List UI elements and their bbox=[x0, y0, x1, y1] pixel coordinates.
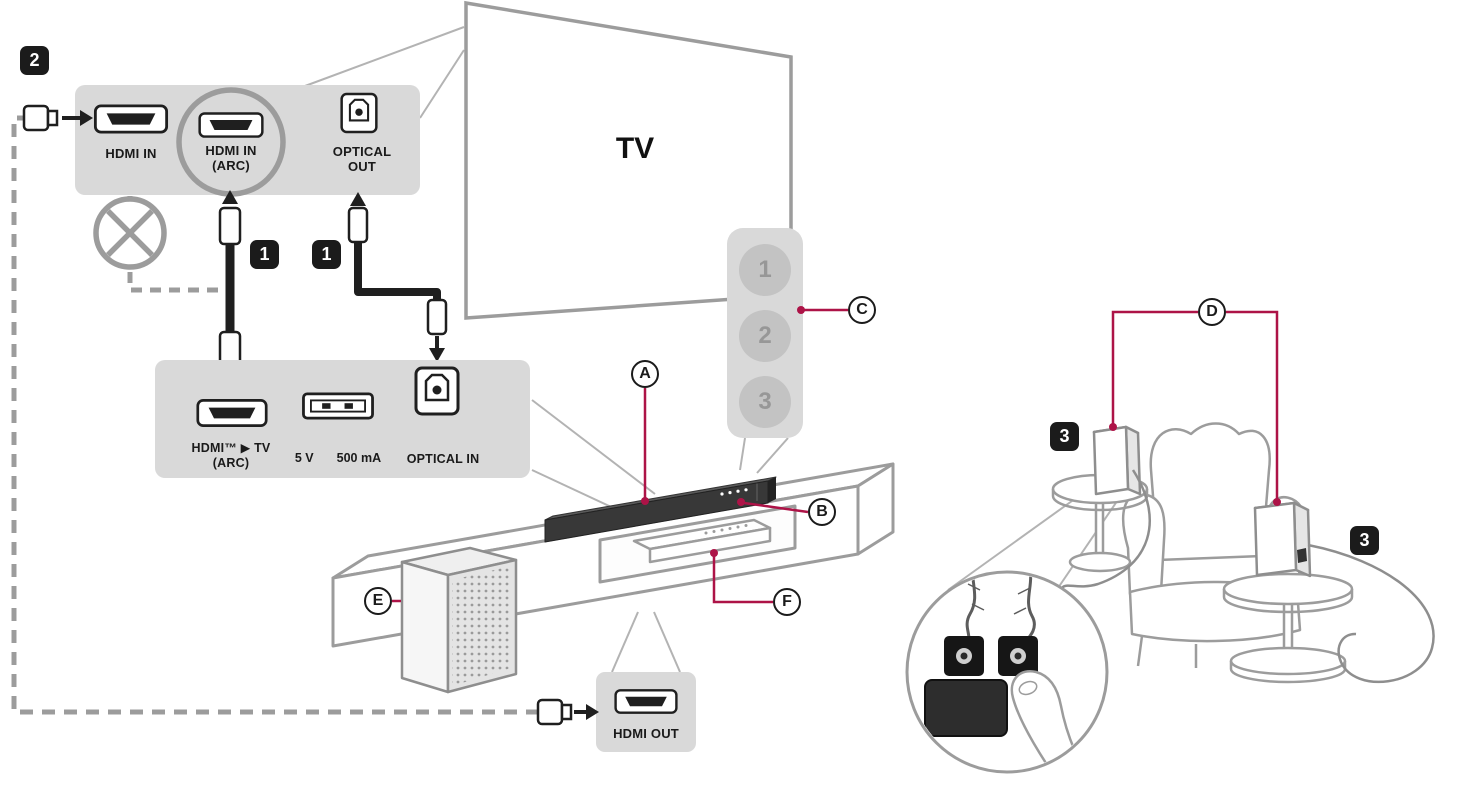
hdmi-in-label: HDMI IN bbox=[105, 146, 157, 161]
fingernail bbox=[1018, 680, 1038, 696]
tv-side-buttons-panel bbox=[727, 228, 803, 438]
tv-button-3-label: 3 bbox=[758, 388, 772, 415]
soundbar bbox=[544, 476, 777, 543]
tv-button-2 bbox=[739, 310, 791, 362]
hdmi-out-port bbox=[614, 689, 678, 714]
hdmi-arc-port bbox=[198, 112, 264, 138]
hdmi-plug-into-tv bbox=[22, 104, 93, 132]
usb-volts-label: 5 V bbox=[294, 451, 314, 465]
optical-in-port bbox=[414, 366, 460, 416]
zoom-circle-border bbox=[905, 570, 1109, 774]
usb-power-label: 5 V 500 mA bbox=[276, 451, 400, 465]
callout-a: A bbox=[631, 360, 659, 388]
speaker-left bbox=[1092, 425, 1142, 496]
media-device bbox=[632, 518, 772, 564]
soundbar-hdmi-arc-port bbox=[196, 398, 268, 428]
soundbar-hdmi-out-panel bbox=[596, 672, 696, 752]
subwoofer bbox=[400, 546, 518, 694]
terminal-housing bbox=[924, 679, 1008, 737]
tv-button-1 bbox=[739, 244, 791, 296]
soundbar-hdmi-arc-label-line1: HDMI™ ▶ TV bbox=[191, 441, 271, 455]
optical-out-label-line2: OUT bbox=[347, 159, 377, 174]
hdmi-in-port bbox=[93, 104, 169, 134]
soundbar-display bbox=[720, 488, 748, 496]
tv-button-2-label: 2 bbox=[758, 322, 772, 349]
step-badge-3-left: 3 bbox=[1050, 422, 1079, 451]
speaker-right bbox=[1253, 501, 1312, 578]
zoom-view bbox=[905, 570, 1109, 774]
speaker-wires bbox=[1060, 469, 1435, 684]
step-badge-1-optical: 1 bbox=[312, 240, 341, 269]
hdmi-arc-label-line2: (ARC) bbox=[212, 158, 250, 173]
usb-current-label: 500 mA bbox=[336, 451, 382, 465]
soundbar-rear-panel bbox=[155, 360, 530, 478]
tv-button-1-label: 1 bbox=[758, 256, 772, 283]
optical-out-port bbox=[340, 92, 378, 134]
callout-b: B bbox=[808, 498, 836, 526]
hdmi-out-to-tv-cable-route bbox=[11, 115, 538, 715]
callout-c: C bbox=[848, 296, 876, 324]
callout-connector-lines bbox=[392, 306, 1281, 604]
armchair bbox=[1121, 422, 1307, 668]
step-badge-2: 2 bbox=[20, 46, 49, 75]
forbidden-route-dashes bbox=[127, 196, 226, 293]
tv-screen-label: TV bbox=[615, 132, 655, 165]
hdmi-plug-into-soundbar bbox=[536, 698, 599, 726]
callout-f: F bbox=[773, 588, 801, 616]
step-badge-1-hdmi: 1 bbox=[250, 240, 279, 269]
hdmi-arc-label-line1: HDMI IN bbox=[205, 143, 257, 158]
subwoofer-grille bbox=[452, 566, 511, 686]
soundbar-hdmi-arc-label-line2: (ARC) bbox=[212, 456, 250, 470]
callout-e: E bbox=[364, 587, 392, 615]
media-device-vents bbox=[704, 524, 748, 535]
optical-in-label: OPTICAL IN bbox=[406, 452, 480, 466]
tv-rear-panel bbox=[75, 85, 420, 197]
optical-cable bbox=[347, 192, 448, 362]
no-connection-mark bbox=[93, 196, 167, 270]
tv-button-3 bbox=[739, 376, 791, 428]
side-table-right bbox=[1222, 572, 1354, 684]
usb-port bbox=[302, 392, 374, 420]
speaker-terminal bbox=[1297, 548, 1307, 563]
hdmi-out-label: HDMI OUT bbox=[613, 726, 679, 741]
step-badge-3-right: 3 bbox=[1350, 526, 1379, 555]
optical-out-label-line1: OPTICAL bbox=[332, 144, 392, 159]
callout-d: D bbox=[1198, 298, 1226, 326]
